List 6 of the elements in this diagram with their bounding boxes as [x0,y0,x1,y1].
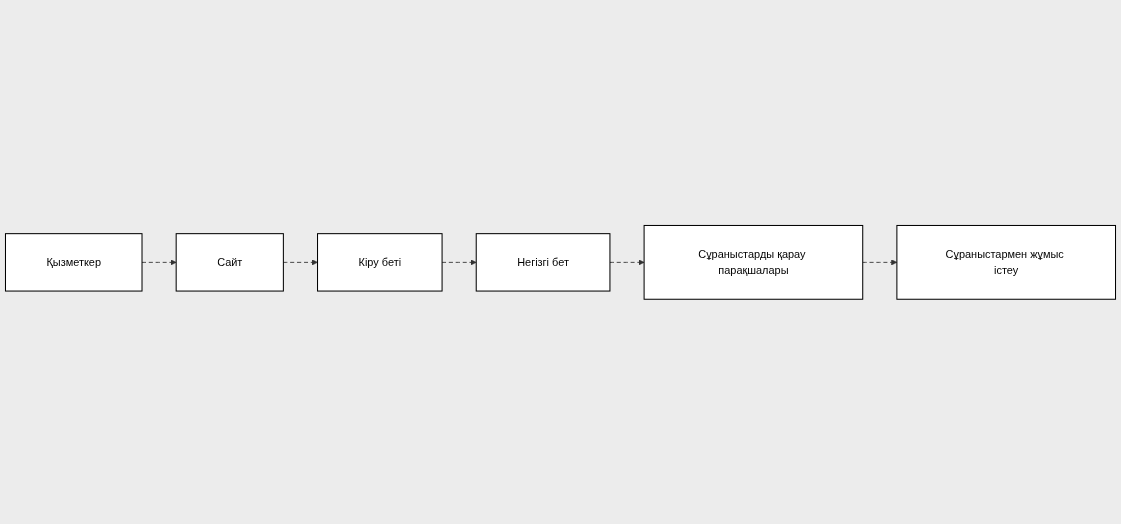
node-box: Негізгі бет [475,232,611,292]
node-box: Сұраныстарды қарау парақшалары [643,224,864,300]
node-box: Кіру беті [317,232,443,292]
node-box: Сұраныстармен жұмыс істеу [896,224,1117,300]
node-box: Сайт [175,232,284,292]
node-box: Қызметкер [4,232,143,292]
